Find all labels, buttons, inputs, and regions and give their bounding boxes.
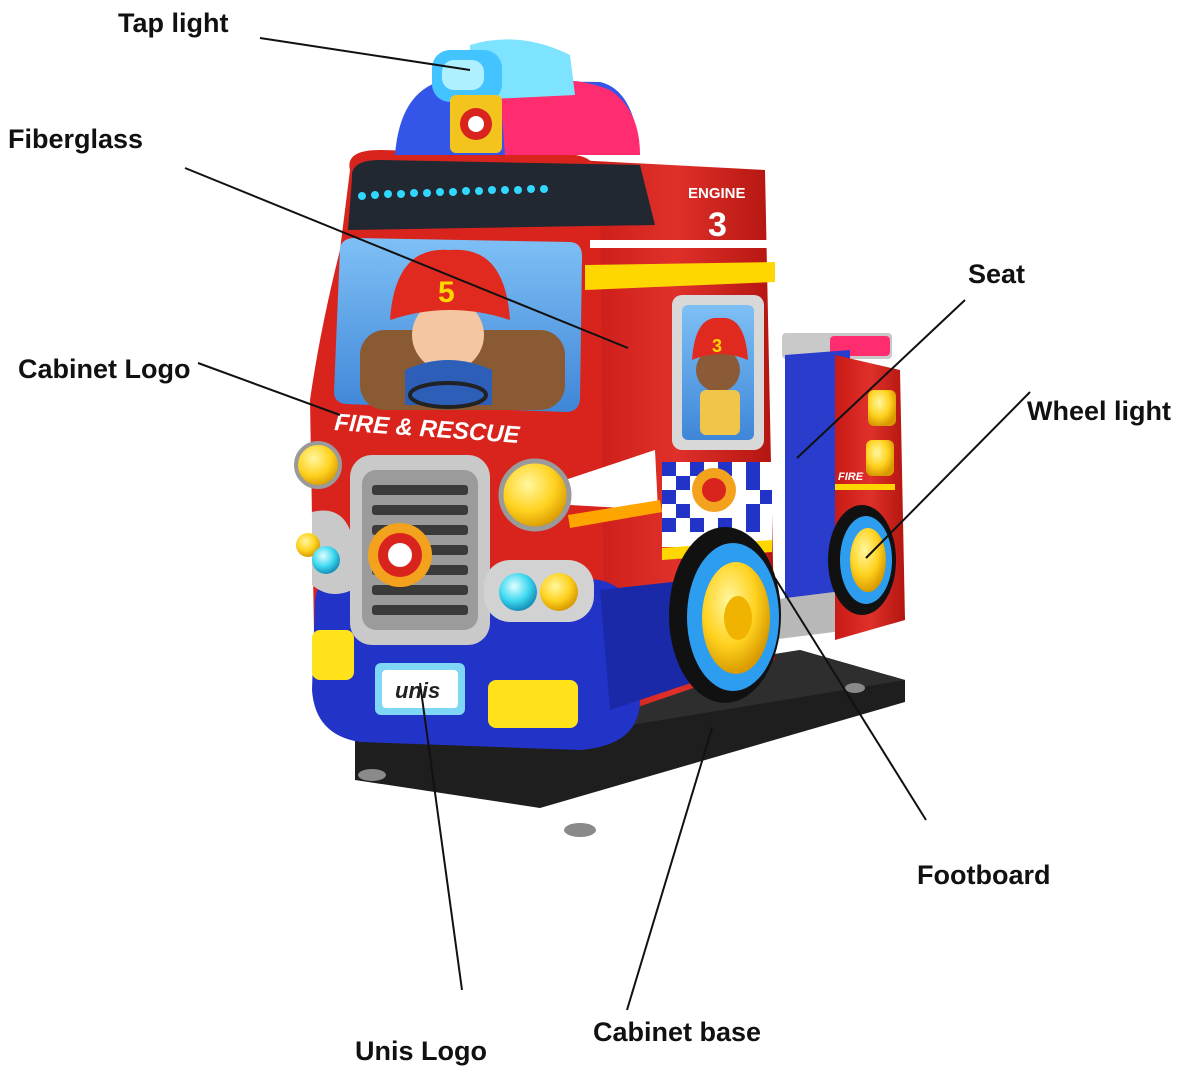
wheel-light-label: Wheel light <box>1027 398 1171 425</box>
side-panel-text: FIRE <box>838 471 864 483</box>
visor <box>348 160 655 230</box>
unis-logo-mark: unis <box>395 678 440 703</box>
cabinet-base-label: Cabinet base <box>593 1019 761 1046</box>
engine-number: 3 <box>708 206 727 244</box>
front-grille <box>350 455 490 645</box>
helmet-number-left: 5 <box>438 276 455 309</box>
tap-light-label: Tap light <box>118 10 228 37</box>
seat-label: Seat <box>968 261 1025 288</box>
front-wheel-light <box>669 527 781 703</box>
tap-light-assembly <box>395 39 640 155</box>
unis-logo-label: Unis Logo <box>355 1038 487 1065</box>
fiberglass-label: Fiberglass <box>8 126 143 153</box>
cabinet-logo-label: Cabinet Logo <box>18 356 190 383</box>
tap-light-line <box>260 38 470 70</box>
engine-word: ENGINE <box>688 185 746 202</box>
side-window: 3 <box>672 295 764 450</box>
footboard-label: Footboard <box>917 862 1050 889</box>
helmet-number-right: 3 <box>712 336 722 356</box>
seat-section: FIRE <box>770 333 905 640</box>
front-window: 5 <box>334 238 582 412</box>
